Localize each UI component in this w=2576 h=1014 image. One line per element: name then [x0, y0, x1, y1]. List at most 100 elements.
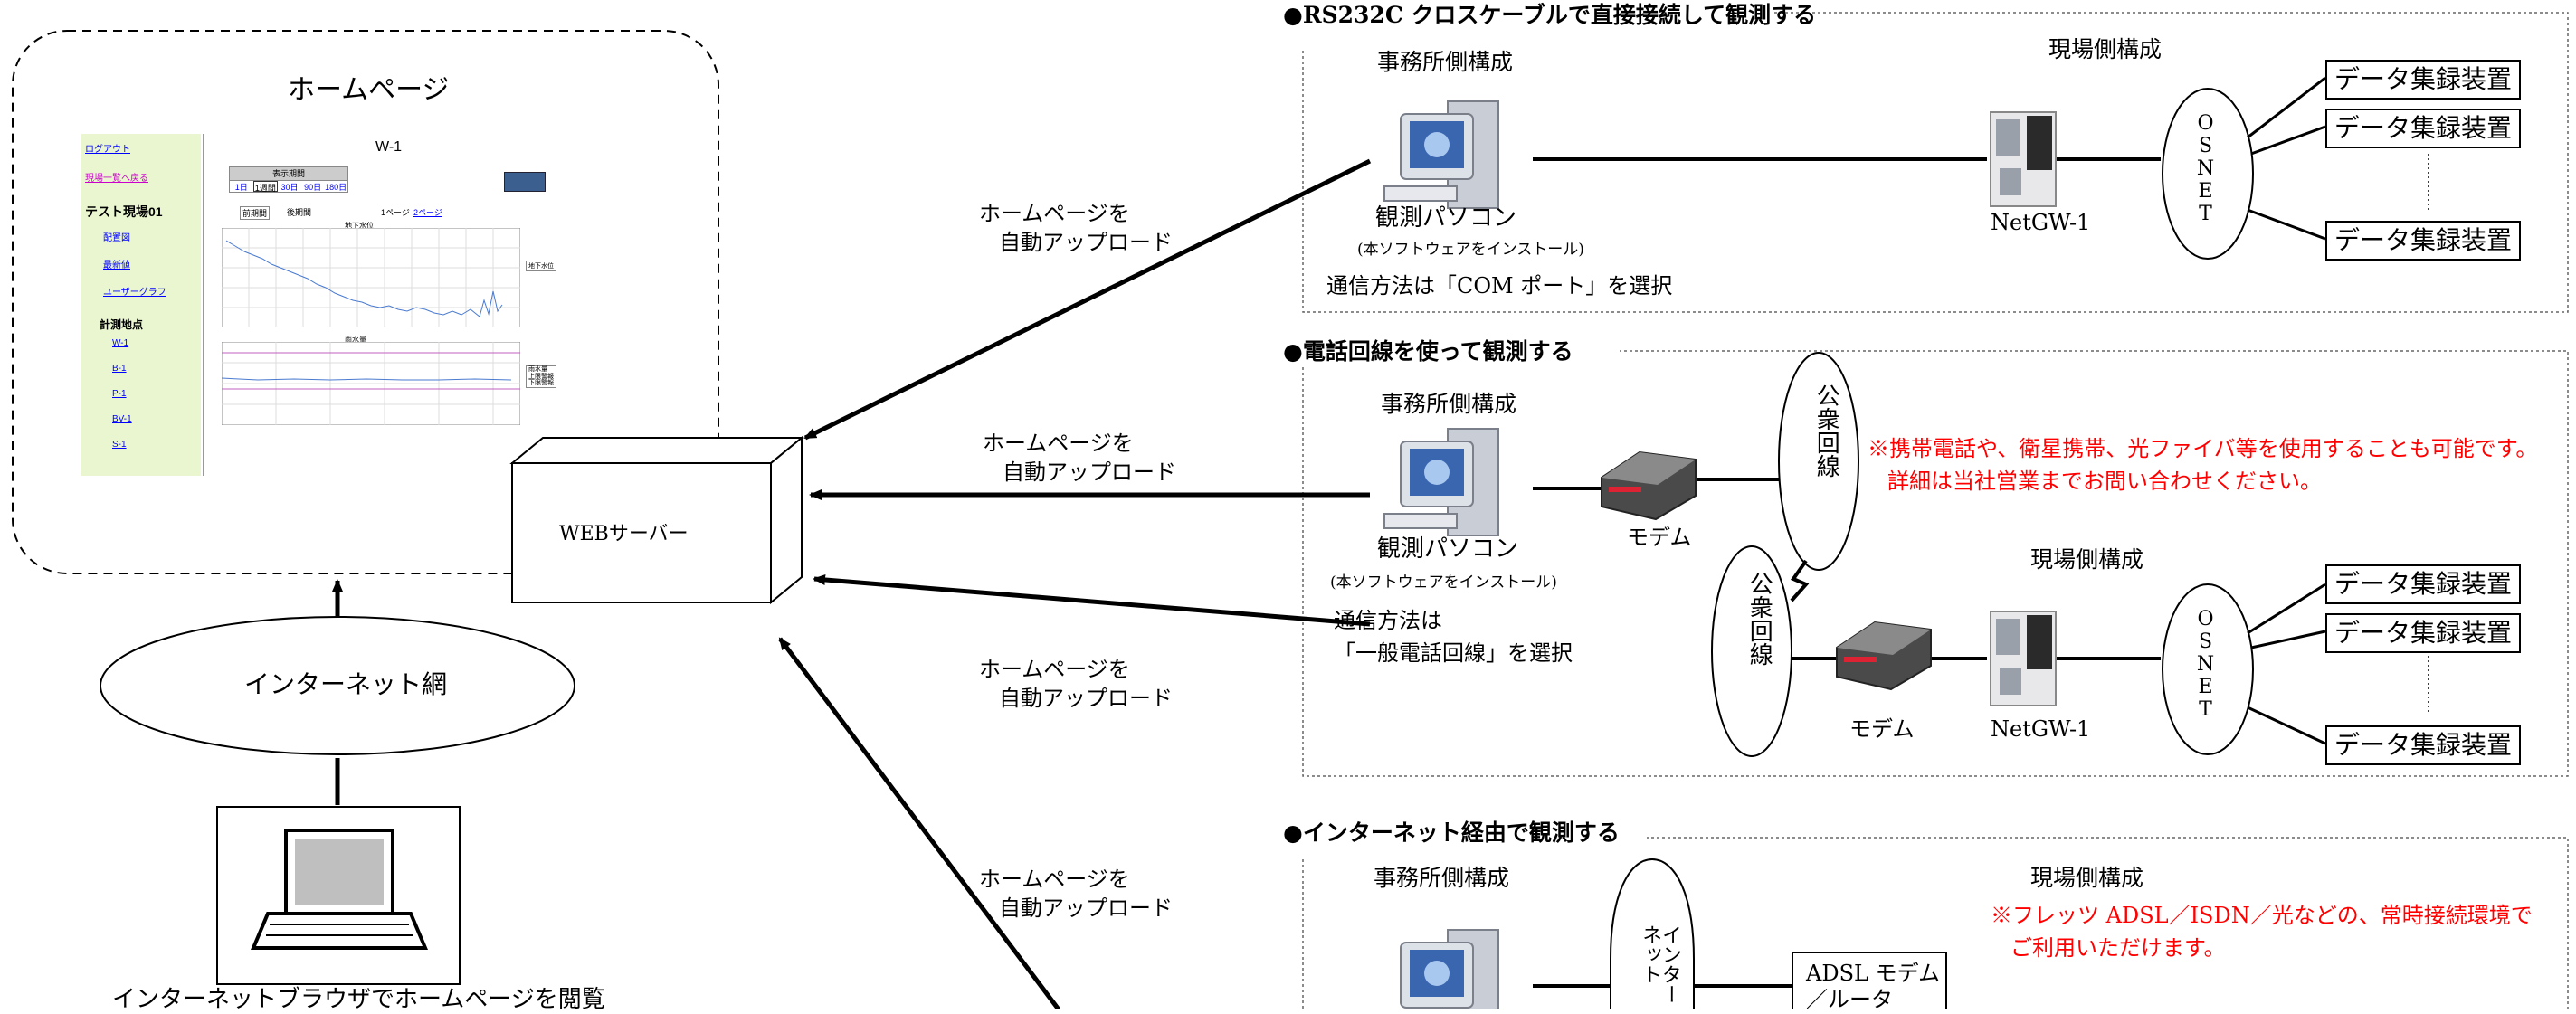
chart1-legend: 地下水位	[526, 261, 556, 271]
section1-device-3: データ集録装置	[2325, 221, 2521, 261]
section2-modem-office-label: モデム	[1627, 525, 1692, 550]
tab-prev-period[interactable]: 前期間	[240, 206, 271, 220]
browser-caption: インターネットブラウザでホームページを閲覧	[112, 986, 605, 1013]
public-line-ellipse-office	[1778, 352, 1859, 571]
section3-note-line2: ご利用いただけます。	[2010, 935, 2226, 961]
section1-device-1: データ集録装置	[2325, 60, 2521, 100]
chart2-legend: 雨水量 上限警報 下限警報	[526, 365, 556, 389]
period-1day[interactable]: 1日	[234, 183, 248, 192]
upload-label-3-line2: 自動アップロード	[999, 686, 1173, 711]
pager-next-link[interactable]: 2ページ	[413, 208, 442, 217]
groundwater-chart	[222, 228, 520, 327]
office-pc-icon-1	[1383, 100, 1499, 209]
upload-label-4-line1: ホームページを	[979, 867, 1130, 892]
point-p1-link[interactable]: P-1	[112, 389, 127, 399]
section1-office-heading: 事務所側構成	[1377, 49, 1514, 75]
section3-router-line1: ADSL モデム	[1806, 961, 1941, 986]
web-server-box	[509, 435, 804, 605]
period-label: 表示期間	[229, 166, 348, 181]
section1-pc-label: 観測パソコン	[1375, 204, 1517, 232]
upload-label-2-line2: 自動アップロード	[1003, 460, 1176, 485]
section2-modem-site-label: モデム	[1849, 716, 1915, 742]
upload-label-4-line2: 自動アップロード	[999, 896, 1173, 921]
homepage-screenshot: ログアウト 現場一覧へ戻る テスト現場01 配置図 最新値 ユーザーグラフ 計測…	[81, 134, 201, 476]
upload-label-3-line1: ホームページを	[979, 657, 1130, 682]
internet-ellipse-vertical	[1610, 858, 1695, 1009]
user-graph-link[interactable]: ユーザーグラフ	[103, 288, 166, 298]
section3-router-line2: ／ルータ	[1806, 986, 1893, 1012]
period-options: 1日 1週間 30日 90日 180日	[229, 180, 348, 193]
netgw-icon-1	[1990, 111, 2057, 207]
chart2-legend-rain: 雨水量	[528, 366, 547, 373]
section1-gateway-label: NetGW-1	[1991, 210, 2091, 235]
osnet-ellipse-2	[2162, 583, 2254, 755]
chart2-legend-lower: 下限警報	[528, 380, 554, 387]
section2-note-line2: 詳細は当社営業までお問い合わせください。	[1887, 469, 2322, 494]
section2-method-line1: 通信方法は	[1334, 608, 1442, 633]
modem-icon-office	[1601, 450, 1697, 521]
section3-heading: ●インターネット経由で観測する	[1283, 820, 1620, 846]
section2-method-line2: 「一般電話回線」を選択	[1334, 640, 1573, 666]
point-w1-link[interactable]: W-1	[112, 338, 129, 348]
section1-method: 通信方法は「COM ポート」を選択	[1326, 273, 1673, 299]
lightning-link	[1790, 559, 1810, 602]
modem-icon-site	[1836, 621, 1932, 691]
homepage-title: ホームページ	[288, 74, 450, 106]
homepage-main-panel: W-1 表示期間 1日 1週間 30日 90日 180日 前期間 後期間 1ペー…	[203, 134, 584, 476]
laptop-icon	[250, 829, 429, 950]
section1-site-heading: 現場側構成	[2048, 36, 2163, 62]
section3-note-line1: ※フレッツ ADSL／ISDN／光などの、常時接続環境で	[1991, 903, 2533, 928]
layout-link[interactable]: 配置図	[103, 233, 130, 243]
web-server-label: WEBサーバー	[559, 523, 689, 545]
point-b1-link[interactable]: B-1	[112, 364, 127, 374]
section2-site-heading: 現場側構成	[2030, 546, 2144, 573]
public-line-ellipse-site	[1711, 545, 1792, 757]
section2-heading: ●電話回線を使って観測する	[1283, 338, 1573, 365]
section2-device-2: データ集録装置	[2325, 613, 2521, 653]
back-to-list-link[interactable]: 現場一覧へ戻る	[85, 174, 148, 184]
chart2-title: 雨水量	[345, 336, 366, 344]
chart2-legend-upper: 上限警報	[528, 373, 554, 380]
section1-pc-note: (本ソフトウェアをインストール)	[1357, 241, 1584, 259]
upload-arrow-4	[778, 637, 1060, 1009]
tab-next-period[interactable]: 後期間	[287, 208, 312, 217]
point-bv1-link[interactable]: BV-1	[112, 414, 132, 424]
netgw-icon-2	[1990, 611, 2057, 706]
section1-frame	[1302, 12, 2569, 313]
section2-pc-label: 観測パソコン	[1377, 535, 1519, 563]
pager-current: 1ページ	[381, 208, 410, 217]
section1-heading: ●RS232C クロスケーブルで直接接続して観測する	[1283, 2, 1817, 28]
upload-arrow-3	[813, 573, 1371, 627]
section2-osnet: OSNET	[2194, 608, 2217, 721]
section3-office-heading: 事務所側構成	[1374, 865, 1510, 891]
internet-label: インターネット網	[244, 669, 448, 699]
homepage-frame	[12, 30, 719, 574]
period-30days[interactable]: 30日	[280, 183, 299, 192]
section2-device-1: データ集録装置	[2325, 564, 2521, 604]
points-title: 計測地点	[100, 318, 144, 331]
section3-internet-vertical: インターネット	[1639, 924, 1681, 1004]
internet-ellipse	[100, 616, 575, 755]
logout-link[interactable]: ログアウト	[85, 145, 130, 155]
section2-office-heading: 事務所側構成	[1381, 391, 1517, 417]
point-s1-link[interactable]: S-1	[112, 440, 127, 450]
chart1-title: 地下水位	[345, 222, 374, 230]
section3-frame	[1302, 837, 2569, 1009]
section2-note-line1: ※携帯電話や、衛星携帯、光ファイバ等を使用することも可能です。	[1868, 436, 2538, 461]
upload-label-2-line1: ホームページを	[983, 431, 1134, 456]
section3-site-heading: 現場側構成	[2030, 865, 2144, 891]
period-1week[interactable]: 1週間	[252, 181, 279, 193]
section1-device-2: データ集録装置	[2325, 109, 2521, 148]
period-180days[interactable]: 180日	[325, 183, 347, 192]
section2-frame	[1302, 350, 2569, 777]
panel-title: W-1	[375, 139, 403, 155]
panel-button[interactable]	[504, 172, 546, 192]
site-name: テスト現場01	[85, 204, 163, 219]
section3-router-box: ADSL モデム ／ルータ	[1792, 952, 1947, 1012]
office-pc-icon-2	[1383, 428, 1499, 536]
period-90days[interactable]: 90日	[304, 183, 322, 192]
section2-device-3: データ集録装置	[2325, 725, 2521, 765]
latest-link[interactable]: 最新値	[103, 261, 130, 270]
section2-gateway-label: NetGW-1	[1991, 716, 2091, 742]
